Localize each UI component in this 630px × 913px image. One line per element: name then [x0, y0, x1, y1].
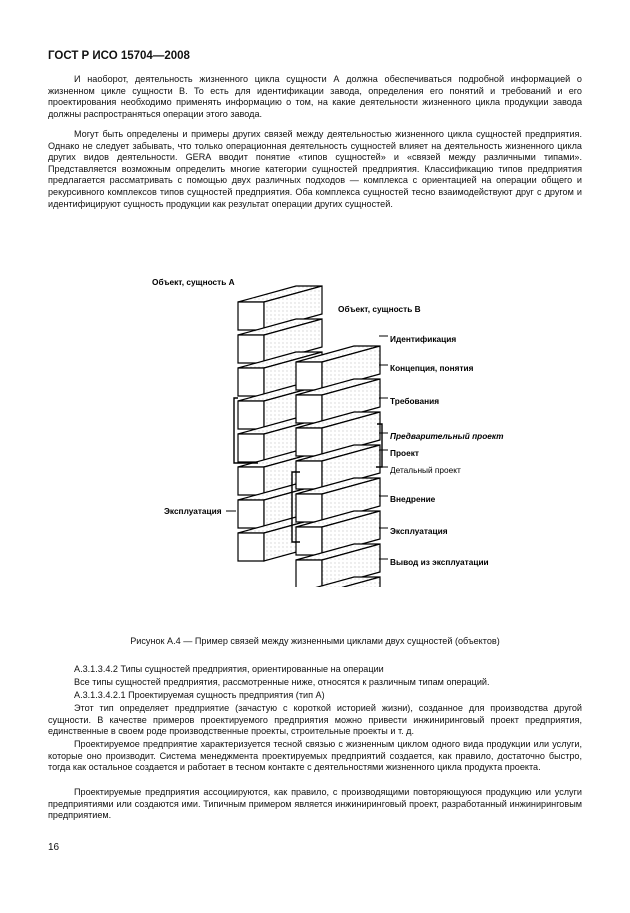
- label-operation-right: Эксплуатация: [390, 526, 448, 536]
- body-paragraph-2: Проектируемое предприятие характеризуетс…: [48, 739, 582, 773]
- label-requirements: Требования: [390, 396, 439, 406]
- label-entity-b: Объект, сущность В: [338, 304, 421, 314]
- label-detailed-design: Детальный проект: [390, 465, 461, 475]
- section-heading-1: А.3.1.3.4.2 Типы сущностей предприятия, …: [74, 664, 384, 674]
- label-operation-left: Эксплуатация: [164, 506, 222, 516]
- label-leaders: [226, 335, 388, 560]
- link-frame-2: [291, 471, 300, 543]
- page-number: 16: [48, 842, 60, 853]
- body-paragraph-3: Проектируемые предприятия ассоциируются,…: [48, 787, 582, 821]
- label-identification: Идентификация: [390, 334, 456, 344]
- block-b-3: [295, 411, 381, 457]
- block-b-7: [295, 543, 381, 589]
- section-note: Все типы сущностей предприятия, рассмотр…: [74, 677, 490, 687]
- label-concept: Концепция, понятия: [390, 363, 474, 373]
- block-a-2: [237, 318, 323, 364]
- block-b-6: [295, 510, 381, 556]
- entity-b-column: [295, 345, 381, 655]
- label-decommission: Вывод из эксплуатации: [390, 557, 489, 567]
- section-heading-2: А.3.1.3.4.2.1 Проектируемая сущность пре…: [74, 690, 325, 700]
- block-a-1: [237, 285, 323, 331]
- body-paragraph-1: Этот тип определяет предприятие (зачасту…: [48, 703, 582, 737]
- paragraph-1: И наоборот, деятельность жизненного цикл…: [48, 74, 582, 119]
- label-entity-a: Объект, сущность А: [152, 277, 235, 287]
- paragraph-2: Могут быть определены и примеры других с…: [48, 129, 582, 209]
- link-frame-1: [233, 397, 258, 464]
- lifecycle-diagram: Объект, сущность А Объект, сущность В Эк…: [152, 277, 504, 655]
- label-implementation: Внедрение: [390, 494, 436, 504]
- block-b-4: [295, 444, 381, 490]
- block-b-1: [295, 345, 381, 391]
- entity-a-column: [237, 285, 323, 562]
- label-design: Проект: [390, 448, 419, 458]
- document-header: ГОСТ Р ИСО 15704—2008: [48, 50, 190, 62]
- figure-caption: Рисунок А.4 — Пример связей между жизнен…: [130, 636, 500, 646]
- label-preliminary-design: Предварительный проект: [390, 431, 504, 441]
- lifecycle-figure: Объект, сущность А Объект, сущность В Эк…: [130, 262, 510, 655]
